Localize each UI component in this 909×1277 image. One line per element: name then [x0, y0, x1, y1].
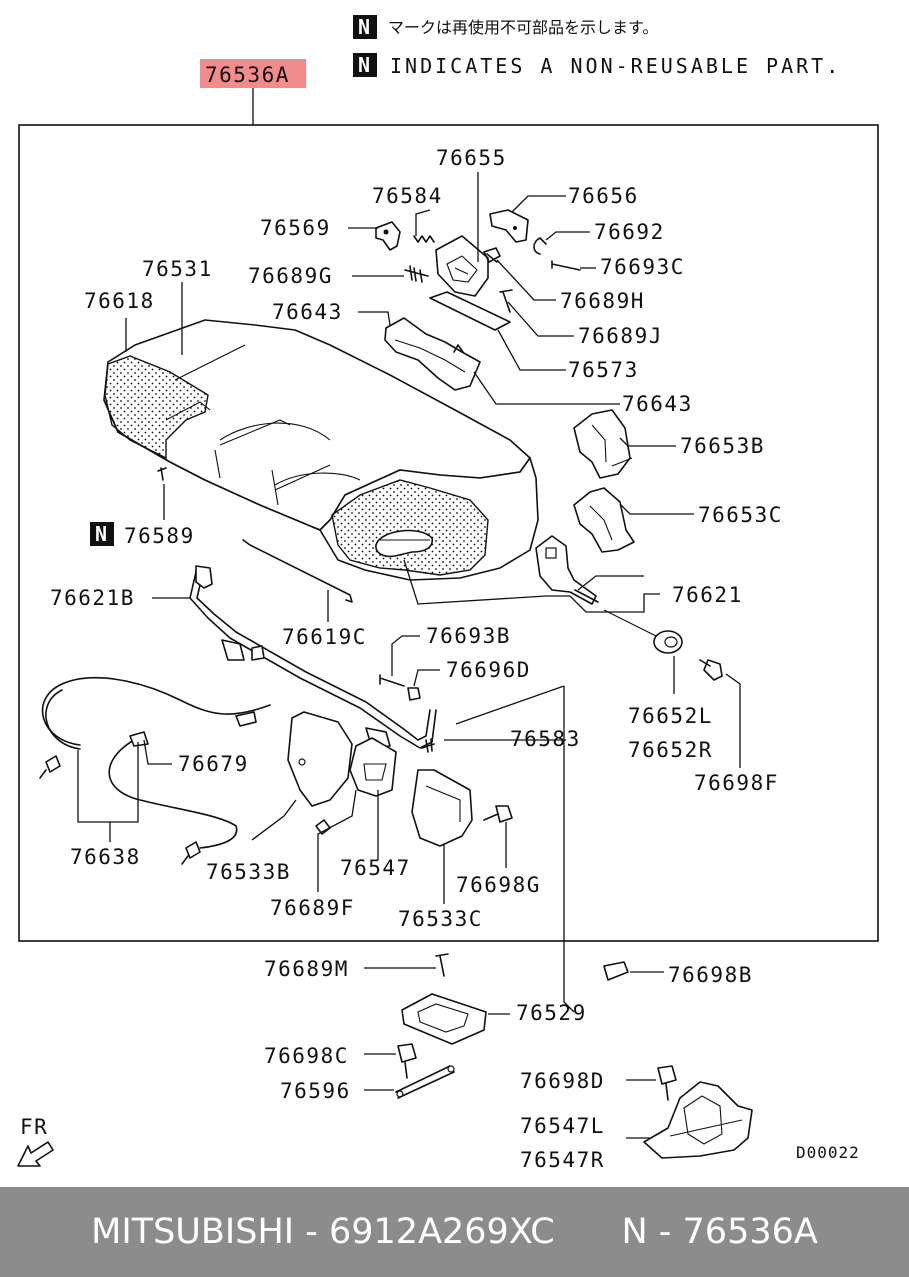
label-76547L[interactable]: 76547L	[520, 1114, 605, 1138]
fr-label: FR	[20, 1115, 48, 1139]
label-76698D[interactable]: 76698D	[520, 1069, 605, 1093]
label-76698B[interactable]: 76698B	[668, 963, 753, 987]
label-76531[interactable]: 76531	[142, 257, 213, 281]
diagram-code: D00022	[796, 1143, 860, 1162]
label-76638[interactable]: 76638	[70, 845, 141, 869]
footer-bar: MITSUBISHI - 6912A269XC N - 76536A	[0, 1187, 909, 1277]
fr-arrow: FR	[17, 1115, 54, 1167]
label-76533C[interactable]: 76533C	[398, 907, 483, 931]
seat-cushion	[103, 319, 539, 581]
label-76652R[interactable]: 76652R	[628, 738, 713, 762]
latch-parts	[375, 209, 581, 391]
rod-parts	[189, 539, 437, 753]
n-badge-jp	[353, 15, 377, 39]
label-76621B[interactable]: 76621B	[50, 586, 135, 610]
footer-brand: MITSUBISHI	[91, 1212, 295, 1252]
lower-covers	[287, 711, 513, 847]
n-badge-en	[353, 53, 377, 77]
label-76529[interactable]: 76529	[516, 1001, 587, 1025]
label-76693B[interactable]: 76693B	[426, 624, 511, 648]
n-badge-en-text: N	[358, 53, 370, 77]
footer-part-number: 6912A269XC	[329, 1212, 555, 1252]
footer-gap	[555, 1212, 622, 1252]
label-76689M[interactable]: 76689M	[264, 957, 349, 981]
footer-ref: N - 76536A	[621, 1212, 818, 1252]
label-76573[interactable]: 76573	[568, 358, 639, 382]
label-76569[interactable]: 76569	[260, 216, 331, 240]
label-76547R[interactable]: 76547R	[520, 1148, 605, 1172]
part-labels: 76655 76584 76656 76569 76692 76531 7668…	[50, 146, 783, 1172]
label-76621[interactable]: 76621	[672, 583, 743, 607]
leader-lines	[77, 172, 741, 1139]
label-76653C[interactable]: 76653C	[698, 503, 783, 527]
footer-sep: -	[294, 1212, 329, 1252]
label-76653B[interactable]: 76653B	[680, 434, 765, 458]
n-badge-jp-text: N	[358, 15, 370, 39]
label-76692[interactable]: 76692	[594, 220, 665, 244]
assembly-label[interactable]: 76536A	[205, 63, 290, 87]
non-reusable-note: N マークは再使用不可部品を示します。 N INDICATES A NON-RE…	[353, 15, 841, 78]
label-76656[interactable]: 76656	[568, 184, 639, 208]
n-badge-76589	[90, 522, 114, 546]
label-76698G[interactable]: 76698G	[456, 873, 541, 897]
label-76655[interactable]: 76655	[436, 146, 507, 170]
label-76547[interactable]: 76547	[340, 856, 411, 880]
label-76689H[interactable]: 76689H	[560, 289, 645, 313]
label-76698F[interactable]: 76698F	[694, 771, 779, 795]
label-76589[interactable]: 76589	[124, 524, 195, 548]
label-76596[interactable]: 76596	[280, 1079, 351, 1103]
label-76584[interactable]: 76584	[372, 184, 443, 208]
label-76689G[interactable]: 76689G	[248, 264, 333, 288]
assembly-frame	[18, 124, 879, 942]
label-76533B[interactable]: 76533B	[206, 860, 291, 884]
parts-diagram: N マークは再使用不可部品を示します。 N INDICATES A NON-RE…	[17, 15, 879, 1172]
label-76679[interactable]: 76679	[178, 752, 249, 776]
n-badge-76589-text: N	[95, 522, 107, 546]
label-76583[interactable]: 76583	[510, 727, 581, 751]
assembly-highlight	[200, 59, 306, 88]
note-english: INDICATES A NON-REUSABLE PART.	[390, 54, 841, 78]
label-76696D[interactable]: 76696D	[446, 658, 531, 682]
cable-76638	[39, 676, 271, 865]
label-76652L[interactable]: 76652L	[628, 704, 713, 728]
label-76619C[interactable]: 76619C	[282, 625, 367, 649]
label-76643-b[interactable]: 76643	[622, 392, 693, 416]
label-76693C[interactable]: 76693C	[600, 255, 685, 279]
separate-parts	[395, 953, 753, 1159]
label-76698C[interactable]: 76698C	[264, 1044, 349, 1068]
label-76689J[interactable]: 76689J	[578, 324, 663, 348]
label-76689F[interactable]: 76689F	[270, 896, 355, 920]
label-76618[interactable]: 76618	[84, 289, 155, 313]
label-76643-a[interactable]: 76643	[272, 300, 343, 324]
note-japanese: マークは再使用不可部品を示します。	[388, 18, 658, 37]
